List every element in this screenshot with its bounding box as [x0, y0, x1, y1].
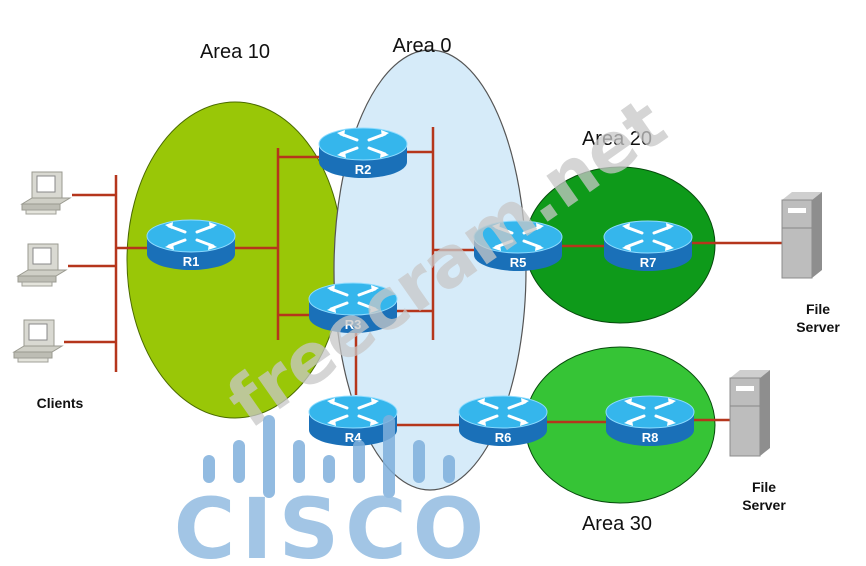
router-r1[interactable]: R1 — [145, 218, 237, 272]
area-10-label: Area 10 — [200, 41, 270, 63]
router-r8-label: R8 — [642, 430, 659, 445]
router-r5[interactable]: R5 — [472, 219, 564, 273]
router-r8[interactable]: R8 — [604, 394, 696, 448]
computer-icon — [17, 243, 67, 287]
router-r6-label: R6 — [495, 430, 512, 445]
area-0-label: Area 0 — [393, 35, 452, 57]
router-r5-label: R5 — [510, 255, 527, 270]
file-server-2-label-line2: Server — [742, 497, 786, 513]
computer-icon — [21, 171, 71, 215]
server-icon — [781, 191, 823, 279]
file-server-2[interactable] — [729, 369, 771, 457]
router-r2[interactable]: R2 — [317, 126, 409, 180]
router-r6[interactable]: R6 — [457, 394, 549, 448]
clients-label: Clients — [37, 395, 84, 411]
file-server-1-label-line1: File — [806, 301, 830, 317]
cisco-logo-watermark: CISCO — [174, 415, 490, 566]
router-r7[interactable]: R7 — [602, 219, 694, 273]
router-r7-label: R7 — [640, 255, 657, 270]
cisco-wordmark: CISCO — [174, 480, 490, 566]
links — [64, 127, 782, 427]
router-r3[interactable]: R3 — [307, 281, 399, 335]
computer-icon — [13, 319, 63, 363]
file-server-1-label-line2: Server — [796, 319, 840, 335]
client-pc-2[interactable] — [17, 243, 67, 287]
server-icon — [729, 369, 771, 457]
router-r3-label: R3 — [345, 317, 362, 332]
file-server-1[interactable] — [781, 191, 823, 279]
file-server-2-label-line1: File — [752, 479, 776, 495]
area-30-label: Area 30 — [582, 513, 652, 535]
cisco-bars-icon — [203, 415, 455, 498]
router-r1-label: R1 — [183, 254, 200, 269]
router-r2-label: R2 — [355, 162, 372, 177]
client-pc-3[interactable] — [13, 319, 63, 363]
area-20-label: Area 20 — [582, 128, 652, 150]
client-pc-1[interactable] — [21, 171, 71, 215]
